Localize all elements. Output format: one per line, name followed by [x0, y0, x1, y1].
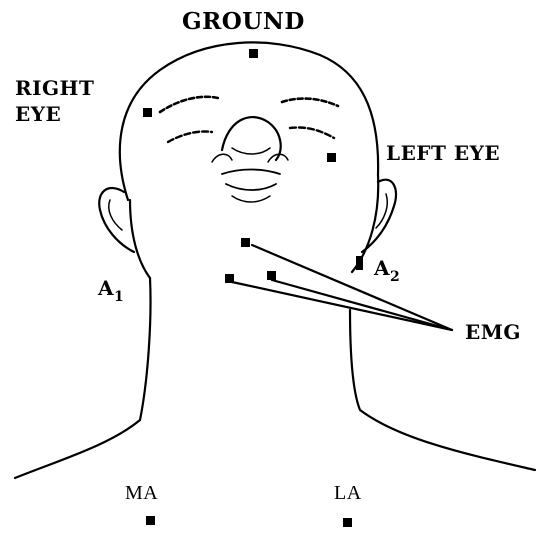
emg-leader-2 — [232, 282, 452, 330]
electrode-right-eye — [143, 108, 152, 117]
label-a1-subscript: 1 — [114, 289, 124, 305]
label-ground: GROUND — [182, 10, 305, 33]
jaw-left — [130, 200, 150, 278]
label-emg: EMG — [465, 322, 521, 342]
electrode-left-eye — [327, 153, 336, 162]
right-eyebrow — [160, 97, 218, 112]
label-left-eye: LEFT EYE — [386, 143, 500, 163]
left-eye-lid — [290, 127, 334, 138]
right-ear — [99, 188, 134, 252]
electrode-emg-right — [267, 271, 276, 280]
label-a2-subscript: 2 — [390, 269, 400, 285]
emg-leader-1 — [252, 245, 452, 330]
label-a2: A2 — [374, 258, 400, 278]
label-right-eye-line1: RIGHT — [15, 78, 94, 98]
electrode-ground — [249, 49, 258, 58]
electrode-emg-chin — [241, 238, 250, 247]
emg-leader-3 — [272, 280, 452, 330]
label-ma: MA — [125, 483, 158, 503]
electrode-ma — [146, 516, 155, 525]
label-right-eye-line2: EYE — [15, 104, 61, 124]
right-eye-lid — [168, 131, 212, 142]
head-outline — [120, 42, 378, 200]
mouth — [222, 170, 280, 175]
left-eyebrow — [282, 99, 338, 106]
label-a1-letter: A — [98, 276, 114, 300]
electrode-la — [343, 518, 352, 527]
label-a1: A1 — [98, 278, 124, 298]
label-la: LA — [334, 483, 362, 503]
electrode-a2 — [356, 256, 363, 270]
electrode-emg-left — [225, 274, 234, 283]
label-a2-letter: A — [374, 256, 390, 280]
neck-left — [15, 278, 151, 478]
